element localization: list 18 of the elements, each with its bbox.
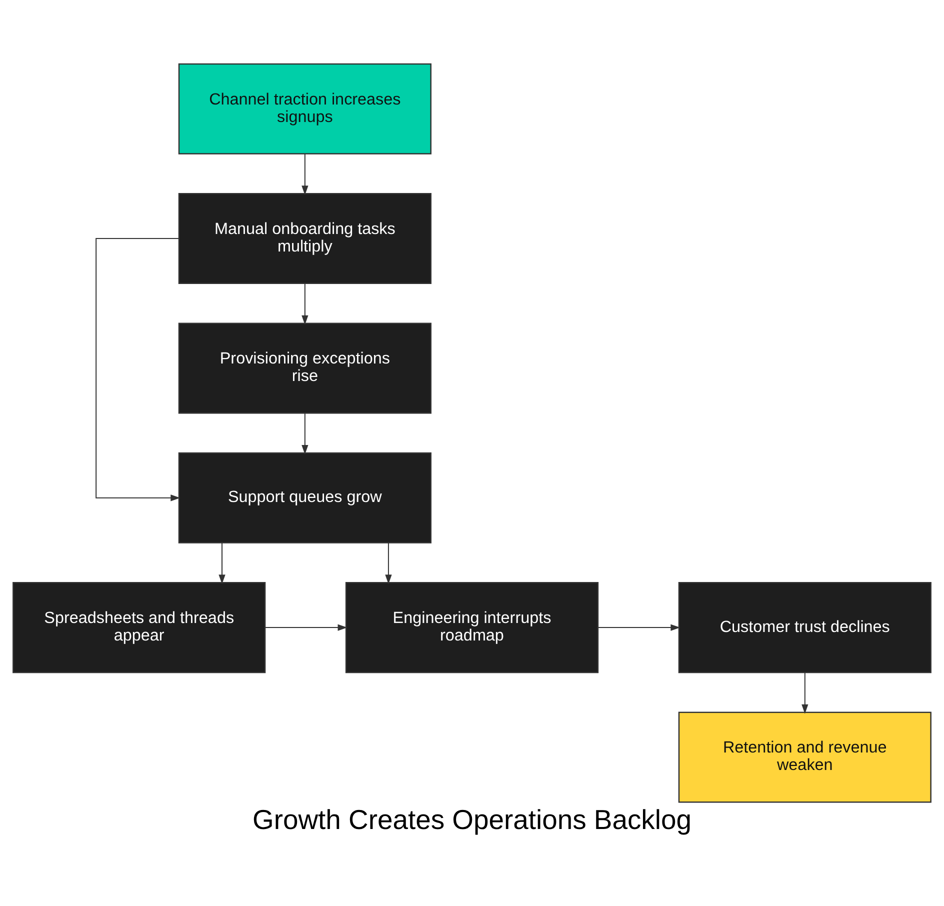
node-box: Provisioning exceptions rise	[178, 322, 432, 414]
arrow	[302, 153, 308, 196]
arrow	[218, 542, 226, 584]
node-box: Manual onboarding tasks multiply	[178, 193, 432, 284]
arrow	[802, 672, 808, 714]
node-box: Spreadsheets and threads appear	[12, 582, 266, 674]
arrow	[302, 283, 308, 325]
node-box: Engineering interrupts roadmap	[345, 582, 599, 674]
arrow	[598, 624, 680, 631]
node-box: Channel traction increases signups	[178, 63, 432, 154]
arrow	[385, 542, 392, 584]
node-box: Retention and revenue weaken	[678, 712, 932, 803]
node-box: Support queues grow	[178, 452, 432, 544]
arrow	[264, 624, 348, 631]
arrow	[302, 412, 308, 454]
node-box: Customer trust declines	[678, 582, 932, 674]
diagram-title: Growth Creates Operations Backlog	[252, 804, 692, 836]
arrow	[96, 238, 180, 502]
